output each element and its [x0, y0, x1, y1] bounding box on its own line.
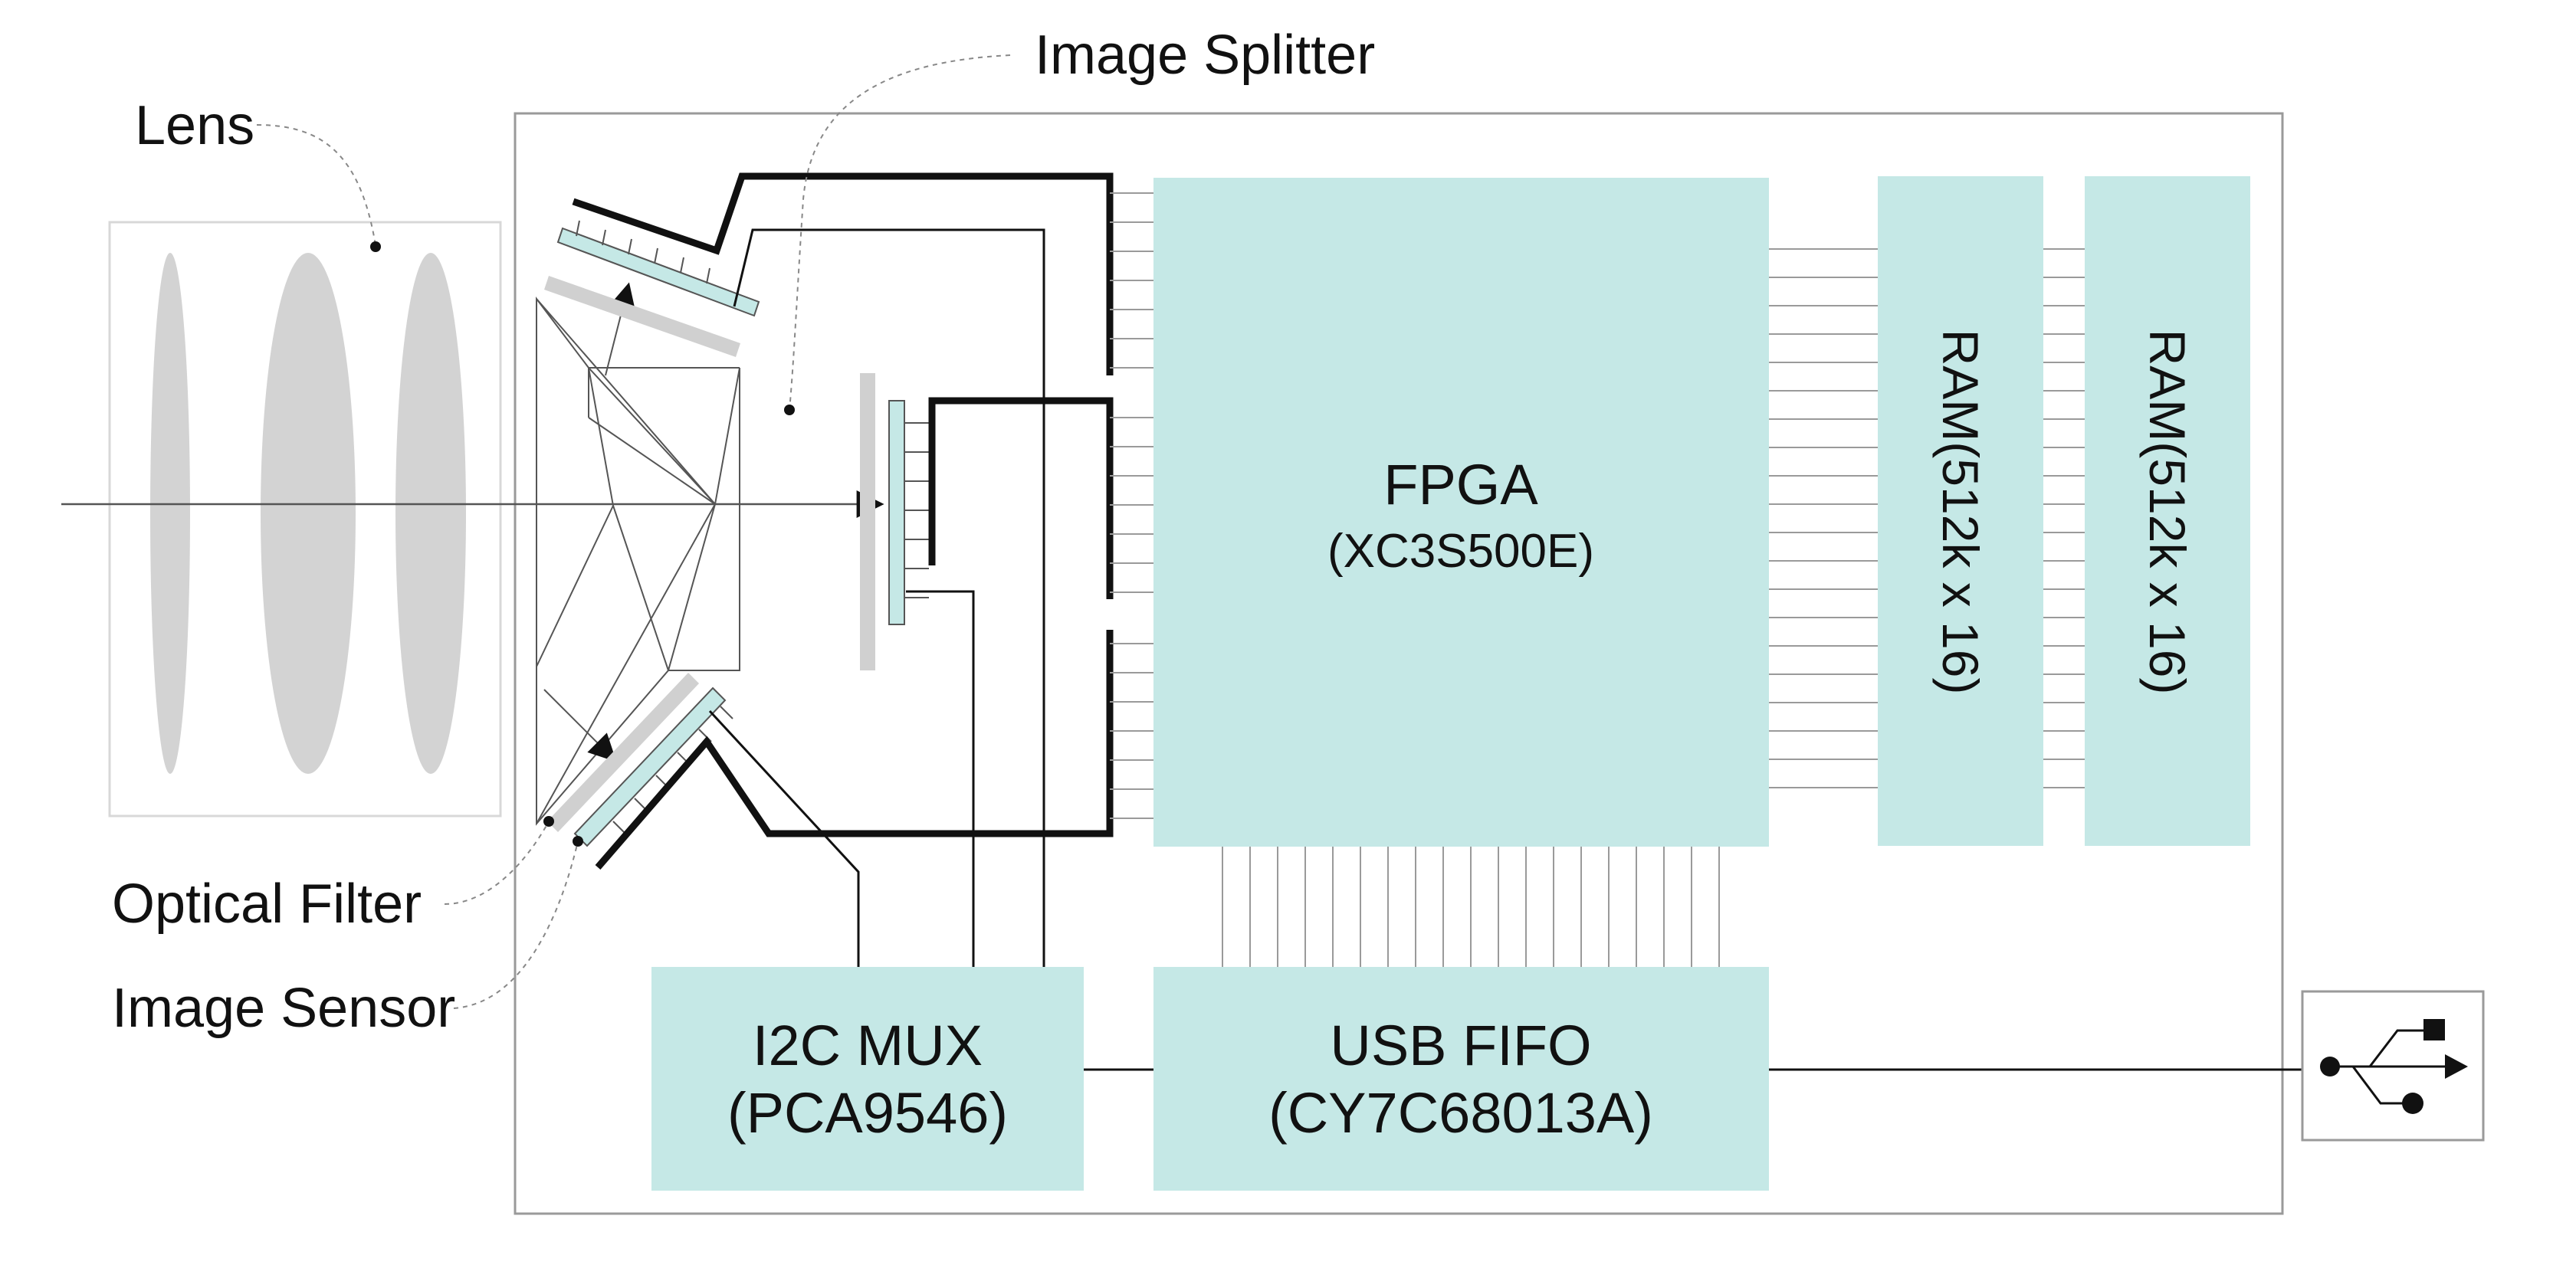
middle-sensor-cable: [906, 590, 975, 967]
lens-assembly: [108, 221, 502, 818]
lens-leader-dot: [370, 241, 381, 252]
image-splitter-leader-dot: [784, 405, 795, 415]
bottom-image-sensor: [573, 687, 733, 847]
optical-filter-leader-dot: [543, 816, 554, 827]
image-splitter-leader: [789, 54, 1011, 411]
image-sensor-label: Image Sensor: [112, 978, 455, 1039]
system-enclosure: [514, 112, 2284, 1215]
top-optical-filter: [544, 276, 740, 357]
bottom-optical-filter: [547, 673, 699, 832]
image-sensor-leader-dot: [573, 836, 583, 847]
usb-connector: [2301, 990, 2485, 1142]
optical-filter-label: Optical Filter: [112, 873, 422, 935]
i2c-mux-block: [651, 967, 1084, 1191]
fpga-block: [1153, 178, 1769, 847]
middle-sensor-pins: [904, 422, 929, 598]
fpga-title: FPGA: [1383, 453, 1538, 516]
bottom-sensor-cable: [708, 709, 860, 967]
usb-fifo-block: [1153, 967, 1769, 1191]
image-splitter-prism: [536, 297, 740, 826]
ram1-ram2-bus: [2043, 248, 2085, 788]
usb-fifo-part-number: (CY7C68013A): [1268, 1081, 1653, 1145]
lens-leader: [256, 124, 376, 246]
lens-label: Lens: [135, 95, 254, 156]
splitter-arrow-up: [605, 282, 636, 376]
fpga-part-number: (XC3S500E): [1327, 525, 1594, 578]
usb-icon: [2320, 1019, 2468, 1114]
image-splitter-label: Image Splitter: [1035, 25, 1375, 86]
splitter-arrow-down: [543, 689, 617, 762]
optical-filter-leader: [444, 821, 550, 905]
bottom-sensor-board: [595, 630, 1114, 870]
middle-optical-filter: [860, 373, 875, 670]
ram-block-2: [2085, 176, 2250, 846]
lens-element-3: [395, 253, 466, 774]
middle-image-sensor: [888, 400, 905, 625]
lens-element-1: [150, 253, 190, 774]
top-sensor-board: [572, 172, 1114, 375]
image-sensor-leader: [453, 841, 579, 1009]
lens-element-2: [261, 253, 356, 774]
fpga-ram1-bus: [1769, 248, 1878, 788]
fpga-usb-bus: [1222, 847, 1720, 967]
ram-block-1-label: RAM(512k x 16): [1932, 329, 1989, 695]
top-sensor-cable: [733, 228, 1045, 967]
ram-block-2-label: RAM(512k x 16): [2139, 329, 2196, 695]
ram-block-1: [1878, 176, 2043, 846]
middle-sensor-board: [928, 397, 1114, 599]
i2c-mux-title: I2C MUX: [753, 1014, 983, 1077]
usb-fifo-title: USB FIFO: [1330, 1014, 1591, 1077]
fpga-left-bus: [1110, 192, 1153, 819]
top-image-sensor: [556, 220, 760, 317]
i2c-mux-part-number: (PCA9546): [727, 1081, 1008, 1145]
